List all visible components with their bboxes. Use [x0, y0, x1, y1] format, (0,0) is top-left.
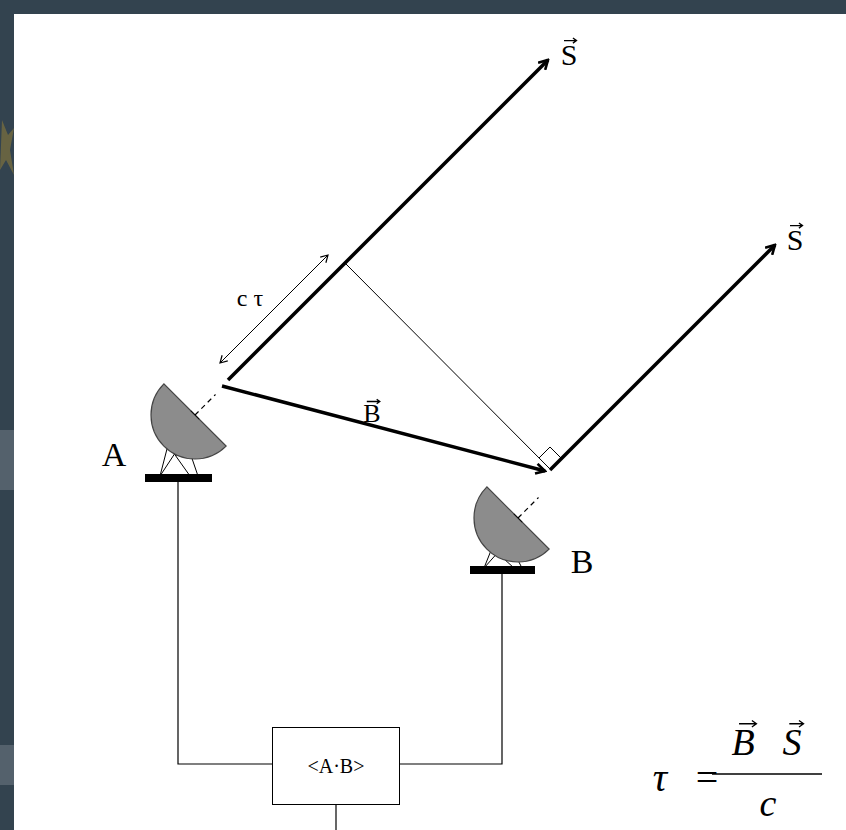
white-panel	[14, 14, 846, 830]
signal-wires	[178, 482, 502, 830]
antenna-dish	[456, 466, 570, 580]
formula-symbol: B	[731, 723, 754, 761]
station-label: B	[571, 545, 594, 579]
baseline-vector	[222, 386, 545, 471]
station-label: A	[102, 438, 127, 472]
formula-symbol: c	[760, 784, 777, 822]
source-vector	[228, 60, 548, 380]
right-angle-mark	[539, 447, 561, 469]
correlator-box: <A·B>	[272, 727, 400, 805]
formula-symbol: =	[696, 758, 719, 798]
frame-decoration	[0, 430, 14, 490]
frame-decoration	[0, 745, 14, 785]
correlator-text: <A·B>	[307, 754, 364, 778]
formula-symbol: S	[783, 723, 802, 761]
vector-label: S	[561, 40, 578, 70]
antenna-dish	[133, 363, 247, 482]
delay-label: c τ	[237, 286, 263, 310]
projection-line	[345, 263, 550, 469]
formula-symbol: τ	[653, 758, 667, 798]
frame-decoration	[0, 120, 14, 175]
fraction-bar	[712, 773, 822, 775]
delay-dimension	[220, 255, 328, 363]
source-vector	[550, 245, 775, 470]
vector-label: S	[787, 225, 804, 255]
vector-label: B	[363, 401, 380, 427]
